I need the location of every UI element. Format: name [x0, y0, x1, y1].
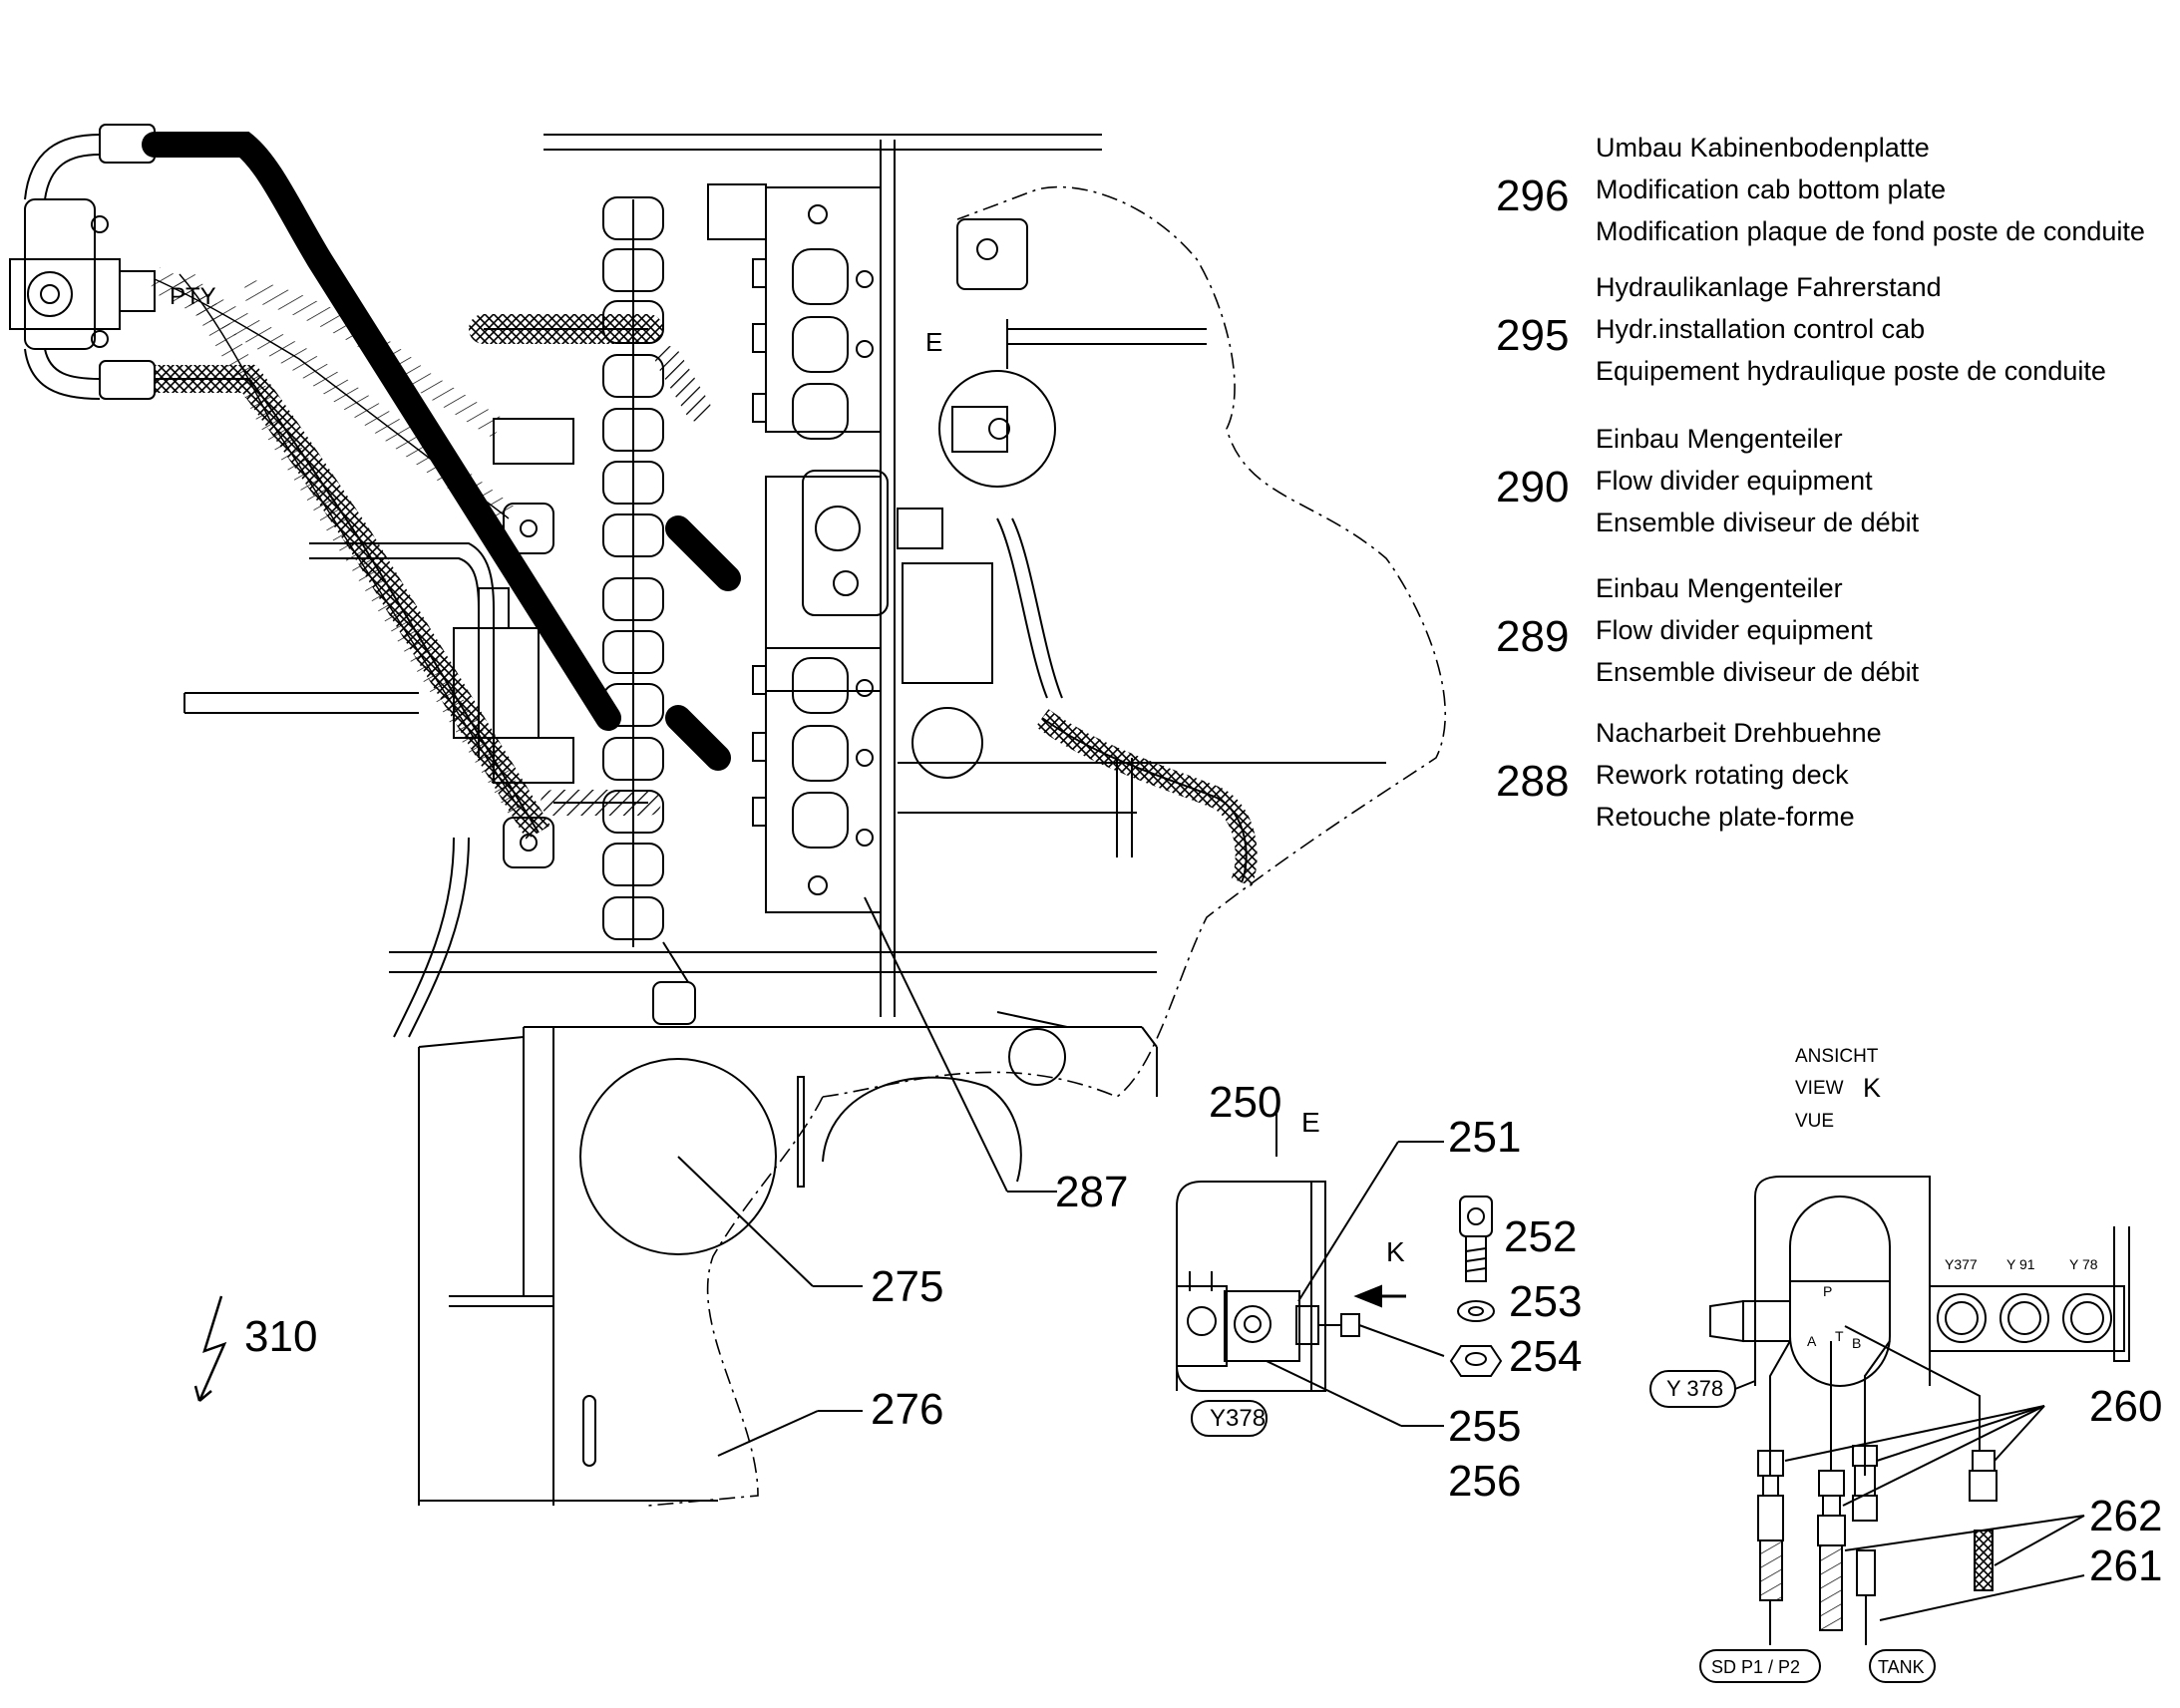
detail-e-label: E: [1301, 1107, 1320, 1138]
callout-276: 276: [871, 1385, 943, 1434]
legend-number: 288: [1496, 757, 1570, 806]
port-a-label: A: [1807, 1333, 1817, 1349]
main-assembly: [9, 124, 1446, 1507]
callout-256: 256: [1448, 1457, 1521, 1506]
legend-number: 295: [1496, 311, 1570, 360]
view-k: [1649, 1176, 2130, 1683]
coil-label-y91: Y 91: [2006, 1256, 2035, 1272]
view-k-letter: K: [1863, 1073, 1881, 1103]
legend-line-en: Hydr.installation control cab: [1596, 314, 1926, 344]
port-t-label: T: [1835, 1328, 1844, 1344]
view-k-title-fr: VUE: [1795, 1111, 1834, 1132]
legend-line-fr: Retouche plate-forme: [1596, 802, 1855, 832]
hatched-hose-section: [1760, 1540, 1782, 1600]
legend-line-en: Flow divider equipment: [1596, 466, 1873, 496]
detail-e: [1176, 1112, 1503, 1437]
legend-number: 289: [1496, 612, 1570, 661]
legend-line-de: Nacharbeit Drehbuehne: [1596, 718, 1882, 748]
hatched-hose-section: [1975, 1531, 1993, 1590]
callout-260: 260: [2089, 1382, 2162, 1431]
callout-254: 254: [1509, 1332, 1582, 1381]
arrow-k-label: K: [1386, 1236, 1405, 1267]
legend-line-en: Modification cab bottom plate: [1596, 174, 1947, 204]
lightning-icon: [193, 1295, 227, 1402]
tank-body: [418, 1011, 1158, 1506]
callout-253: 253: [1509, 1277, 1582, 1326]
legend-line-fr: Equipement hydraulique poste de conduite: [1596, 356, 2106, 386]
valve-stack: [707, 183, 882, 913]
callout-275: 275: [871, 1262, 943, 1311]
port-p-label: P: [1823, 1283, 1832, 1299]
callout-252: 252: [1504, 1212, 1577, 1261]
callout-262: 262: [2089, 1492, 2162, 1540]
legend-line-en: Rework rotating deck: [1596, 760, 1849, 790]
legend-line-fr: Ensemble diviseur de débit: [1596, 508, 1920, 537]
flow-divider: [802, 218, 1028, 779]
callout-250: 250: [1209, 1078, 1281, 1127]
view-k-title-de: ANSICHT: [1795, 1046, 1879, 1067]
line-sd-label: SD P1 / P2: [1711, 1657, 1800, 1677]
valve-tag-y-378: Y 378: [1666, 1376, 1723, 1401]
legend-line-fr: Modification plaque de fond poste de con…: [1596, 216, 2145, 246]
legend-line-de: Einbau Mengenteiler: [1596, 573, 1843, 603]
pty-label: PTY: [170, 283, 216, 310]
legend-number: 296: [1496, 171, 1570, 220]
legend-line-en: Flow divider equipment: [1596, 615, 1873, 645]
detail-e-marker: E: [925, 327, 942, 357]
coil-label-y377: Y377: [1945, 1256, 1978, 1272]
callout-251: 251: [1448, 1113, 1521, 1162]
legend-line-de: Hydraulikanlage Fahrerstand: [1596, 272, 1942, 302]
line-tank-label: TANK: [1878, 1657, 1925, 1677]
detail-e-circle: [938, 370, 1056, 488]
port-b-label: B: [1852, 1335, 1861, 1351]
legend-number: 290: [1496, 463, 1570, 512]
callout-287: 287: [1055, 1168, 1128, 1216]
hatched-hose-section: [1820, 1545, 1842, 1630]
pump-block: [9, 124, 156, 400]
leader-lines: [677, 896, 1057, 1457]
coil-label-y78: Y 78: [2069, 1256, 2098, 1272]
legend-line-de: Umbau Kabinenbodenplatte: [1596, 133, 1930, 163]
view-k-title-en: VIEW: [1795, 1078, 1844, 1099]
legend-line-fr: Ensemble diviseur de débit: [1596, 657, 1920, 687]
valve-tag-y378: Y378: [1210, 1405, 1266, 1432]
legend-line-de: Einbau Mengenteiler: [1596, 424, 1843, 454]
callout-255: 255: [1448, 1402, 1521, 1451]
fitting-chain: [602, 196, 664, 947]
callout-261: 261: [2089, 1541, 2162, 1590]
callout-310: 310: [244, 1312, 317, 1361]
